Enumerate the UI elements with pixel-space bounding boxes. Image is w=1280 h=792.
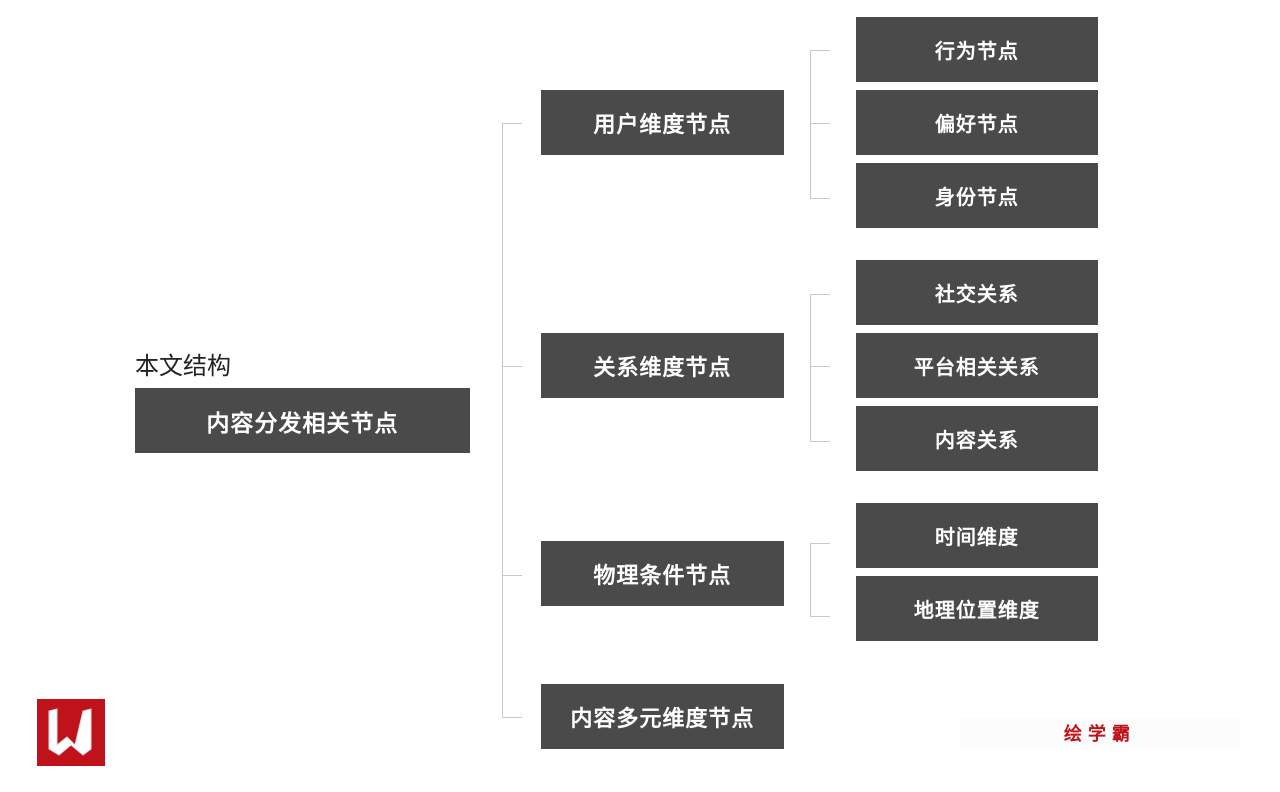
main-bracket-line xyxy=(502,123,503,718)
connector xyxy=(810,198,830,199)
node-content-multi-dimension: 内容多元维度节点 xyxy=(541,684,784,749)
sub-bracket-line xyxy=(810,50,811,198)
leaf-node: 行为节点 xyxy=(856,17,1098,82)
leaf-node: 内容关系 xyxy=(856,406,1098,471)
connector xyxy=(502,366,522,367)
leaf-node: 偏好节点 xyxy=(856,90,1098,155)
connector xyxy=(502,717,522,718)
connector xyxy=(810,366,830,367)
connector xyxy=(810,123,830,124)
node-relation-dimension: 关系维度节点 xyxy=(541,333,784,398)
leaf-node: 平台相关关系 xyxy=(856,333,1098,398)
leaf-node: 地理位置维度 xyxy=(856,576,1098,641)
connector xyxy=(502,123,522,124)
connector xyxy=(810,441,830,442)
section-title: 本文结构 xyxy=(135,352,231,380)
leaf-node: 身份节点 xyxy=(856,163,1098,228)
connector xyxy=(502,575,522,576)
leaf-node: 时间维度 xyxy=(856,503,1098,568)
brand-logo xyxy=(37,699,105,766)
connector xyxy=(810,294,830,295)
root-node: 内容分发相关节点 xyxy=(135,388,470,453)
leaf-node: 社交关系 xyxy=(856,260,1098,325)
node-physical-condition: 物理条件节点 xyxy=(541,541,784,606)
connector xyxy=(810,50,830,51)
node-user-dimension: 用户维度节点 xyxy=(541,90,784,155)
watermark: 绘学霸 xyxy=(960,718,1240,748)
connector xyxy=(810,616,830,617)
sub-bracket-line xyxy=(810,543,811,616)
connector xyxy=(810,543,830,544)
sub-bracket-line xyxy=(810,294,811,441)
